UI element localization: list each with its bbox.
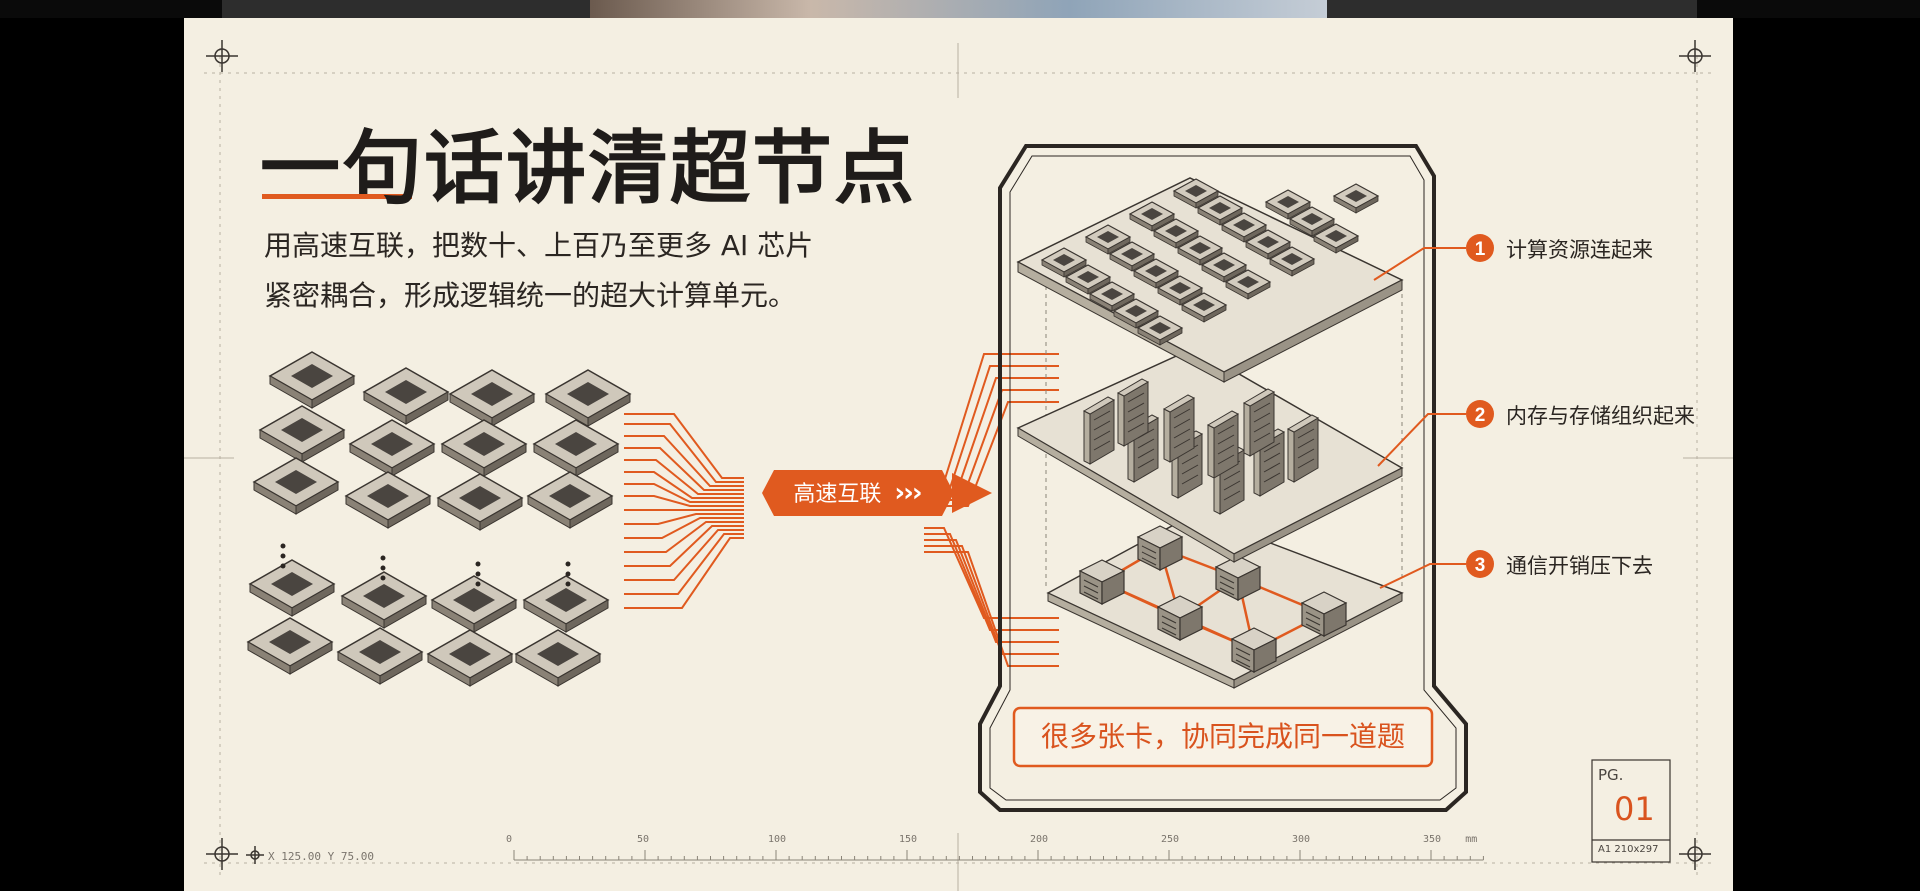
chip [545, 369, 631, 427]
callout-number: 3 [1475, 555, 1486, 576]
page-box [1591, 759, 1671, 863]
interconnect-lines-out [924, 353, 1059, 667]
presentation-slide: 1 2 3 一句话讲清超节点 用高速互联，把数十、上百乃至更多 AI 芯片 紧密… [184, 18, 1733, 891]
chip [431, 575, 517, 633]
summary-box [1012, 706, 1434, 768]
supernode-container [978, 144, 1468, 812]
chip [533, 419, 619, 477]
compute-chip [1333, 183, 1379, 214]
ruler-tick-label: 50 [637, 834, 650, 845]
interconnect-label: 高速互联 ››› [762, 470, 952, 516]
chip [341, 571, 427, 629]
chip [515, 629, 601, 687]
chip [249, 559, 335, 617]
layer-callouts: 1 2 3 [1373, 234, 1494, 589]
chip [449, 369, 535, 427]
description-line: 紧密耦合，形成逻辑统一的超大计算单元。 [264, 279, 797, 312]
chip [269, 351, 355, 409]
video-call-strip [0, 0, 1920, 18]
callout-number: 1 [1475, 239, 1486, 260]
layer-label-compute: 计算资源连起来 [1506, 238, 1653, 262]
chip [259, 405, 345, 463]
ruler-tick-label: 150 [899, 834, 918, 845]
chip [247, 617, 333, 675]
chip-grid [247, 351, 631, 687]
layer-memory [1016, 347, 1404, 563]
title-underline [262, 194, 412, 199]
chip [337, 627, 423, 685]
coordinate-readout: X 125.00 Y 75.00 [268, 850, 374, 863]
supernode-diagram: 1 2 3 [184, 40, 1733, 891]
participant-video-left [222, 0, 590, 18]
callout-number: 2 [1475, 405, 1486, 426]
chip [427, 629, 513, 687]
chip [363, 367, 449, 425]
layer-label-memory: 内存与存储组织起来 [1506, 404, 1695, 428]
ruler-tick-label: 200 [1030, 834, 1049, 845]
crosshair-icon [206, 40, 1711, 870]
slide-title: 一句话讲清超节点 [260, 122, 916, 215]
chip [527, 471, 613, 529]
description-line: 用高速互联，把数十、上百乃至更多 AI 芯片 [264, 229, 814, 262]
participant-video-center [590, 0, 1327, 18]
chip [437, 473, 523, 531]
page-label: PG. [1598, 766, 1624, 784]
ruler-tick-label: 350 [1423, 834, 1442, 845]
chip [345, 471, 431, 529]
callout-badge [1466, 400, 1494, 428]
chip [441, 419, 527, 477]
ruler-tick-label: 0 [506, 834, 513, 845]
participant-video-right [1327, 0, 1697, 18]
callout-badge [1466, 550, 1494, 578]
chip [349, 419, 435, 477]
frame [184, 43, 1733, 891]
layer-label-network: 通信开销压下去 [1506, 554, 1653, 578]
ruler-tick-label: 300 [1292, 834, 1311, 845]
summary-text: 很多张卡，协同完成同一道题 [1040, 720, 1405, 753]
page-number: 01 [1614, 790, 1655, 828]
ruler-tick-label: 100 [768, 834, 787, 845]
ruler-tick-label: 250 [1161, 834, 1180, 845]
interconnect-lines-in [624, 413, 744, 609]
ellipsis-dots [280, 543, 571, 587]
page-size: A1 210x297 [1598, 844, 1659, 855]
ruler-unit: mm [1465, 834, 1478, 845]
chip [253, 457, 339, 515]
interconnect-pill [762, 470, 992, 516]
ruler [513, 850, 1484, 861]
layer-network [1046, 513, 1404, 689]
chevrons-icon: ››› [894, 478, 922, 508]
interconnect-text: 高速互联 [793, 482, 882, 507]
callout-badge [1466, 234, 1494, 262]
